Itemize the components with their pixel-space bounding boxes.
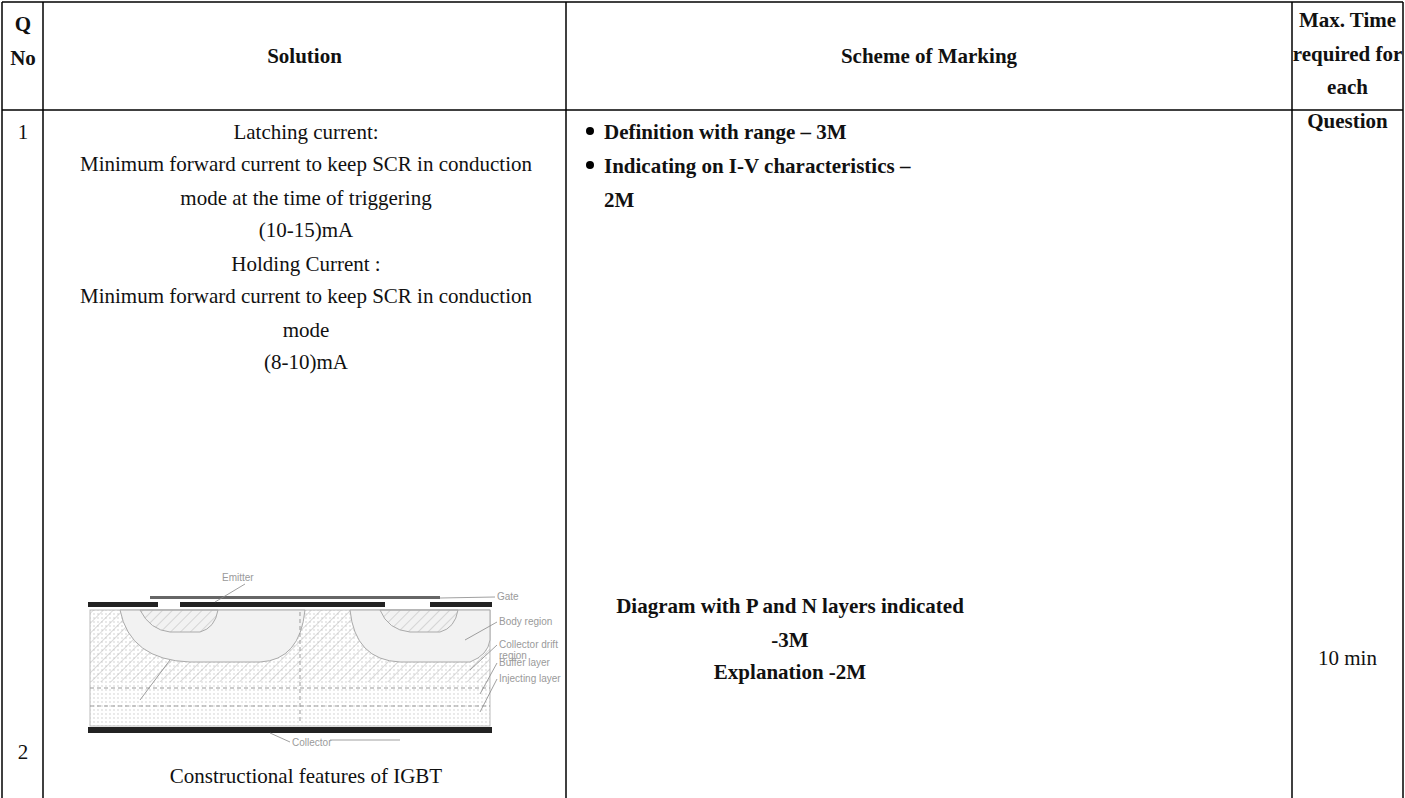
bullet bbox=[586, 161, 594, 169]
part-label: Emitter bbox=[222, 572, 292, 583]
marking-item: Definition with range – 3M bbox=[604, 116, 1264, 150]
solution-text: Latching current: bbox=[66, 116, 546, 150]
igbt-cross-section bbox=[88, 584, 497, 742]
part-label: Gate bbox=[497, 591, 557, 602]
solution-text: (8-10)mA bbox=[66, 346, 546, 380]
part-label: Injecting layer bbox=[499, 673, 563, 684]
solution-text: Minimum forward current to keep SCR in c… bbox=[66, 148, 546, 215]
part-label: Collector bbox=[292, 737, 352, 748]
marking-item: Indicating on I-V characteristics – 2M bbox=[604, 150, 934, 217]
bullet bbox=[586, 127, 594, 135]
marking-item: Diagram with P and N layers indicated -3… bbox=[600, 590, 980, 657]
header-cell: Q No bbox=[3, 8, 43, 75]
solution-text: Minimum forward current to keep SCR in c… bbox=[66, 280, 546, 347]
header-cell: Solution bbox=[43, 40, 566, 74]
question-number: 2 bbox=[3, 736, 43, 770]
header-cell: Max. Time required for each Question bbox=[1292, 4, 1403, 138]
solution-text: (10-15)mA bbox=[66, 214, 546, 248]
part-label: Body region bbox=[499, 616, 563, 627]
header-cell: Scheme of Marking bbox=[566, 40, 1292, 74]
solution-text: Holding Current : bbox=[66, 248, 546, 282]
marking-item: Explanation -2M bbox=[600, 656, 980, 690]
figure-caption: Constructional features of IGBT bbox=[66, 760, 546, 794]
time-value: 10 min bbox=[1292, 642, 1403, 676]
part-label: Buffer layer bbox=[499, 657, 563, 668]
question-number: 1 bbox=[3, 116, 43, 150]
